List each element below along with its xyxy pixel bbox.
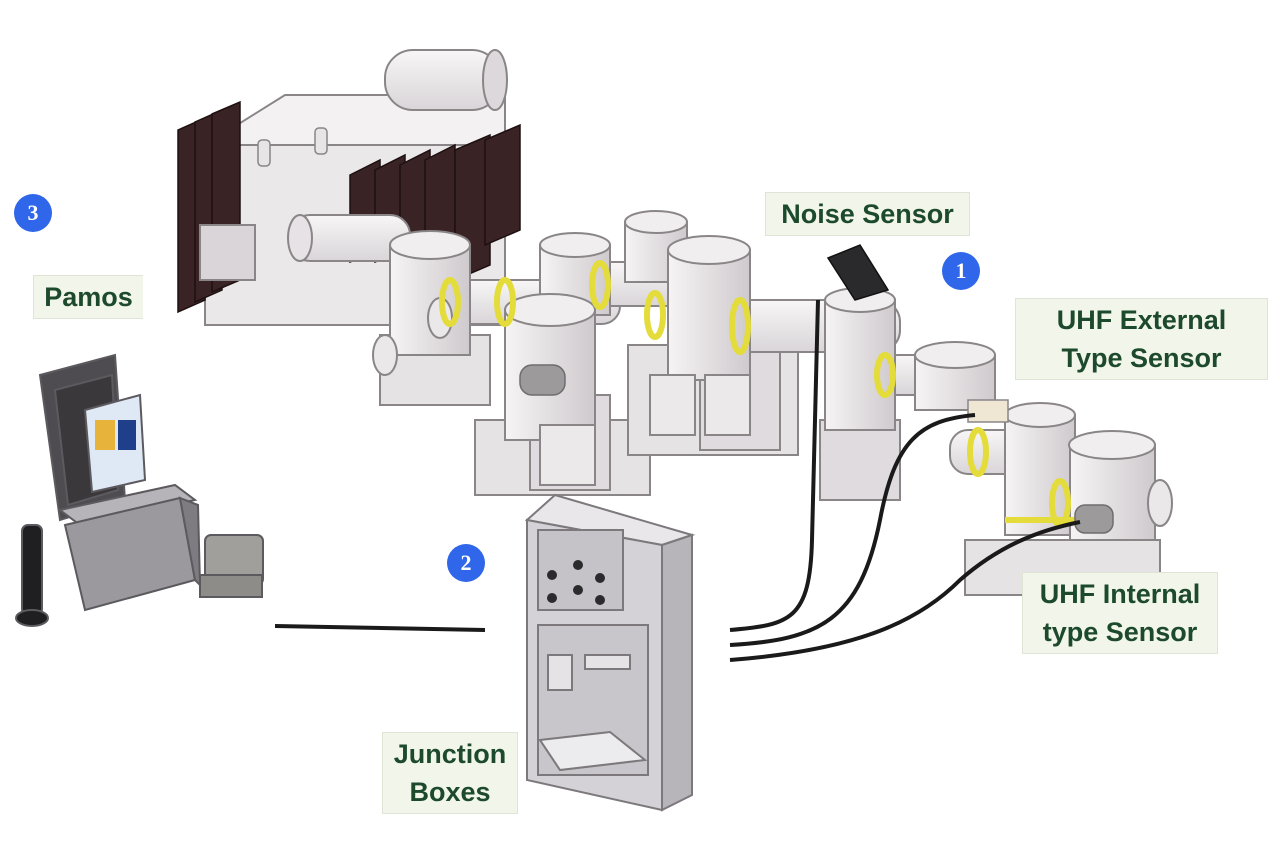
junction-line1: Junction (393, 739, 507, 769)
pamos-label: Pamos (33, 275, 143, 319)
uhf-external-line2: Type Sensor (1061, 343, 1222, 373)
signal-cables (274, 299, 1081, 662)
power-transformer (177, 49, 521, 326)
junction-box-cabinet (524, 493, 696, 812)
marker-2: 2 (447, 544, 485, 582)
uhf-internal-line1: UHF Internal (1039, 579, 1201, 609)
uhf-external-line1: UHF External (1056, 305, 1227, 335)
uhf-external-sensor-label: UHF External Type Sensor (1015, 298, 1268, 380)
junction-boxes-label: Junction Boxes (382, 732, 518, 814)
pamos-monitoring-case (15, 353, 264, 627)
uhf-internal-sensor-label: UHF Internal type Sensor (1022, 572, 1218, 654)
marker-3: 3 (14, 194, 52, 232)
noise-sensor-label: Noise Sensor (765, 192, 970, 236)
marker-1: 1 (942, 252, 980, 290)
junction-line2: Boxes (409, 777, 491, 807)
flange-rings (439, 260, 1075, 528)
uhf-internal-line2: type Sensor (1042, 617, 1198, 647)
sensor-devices (519, 244, 1114, 534)
